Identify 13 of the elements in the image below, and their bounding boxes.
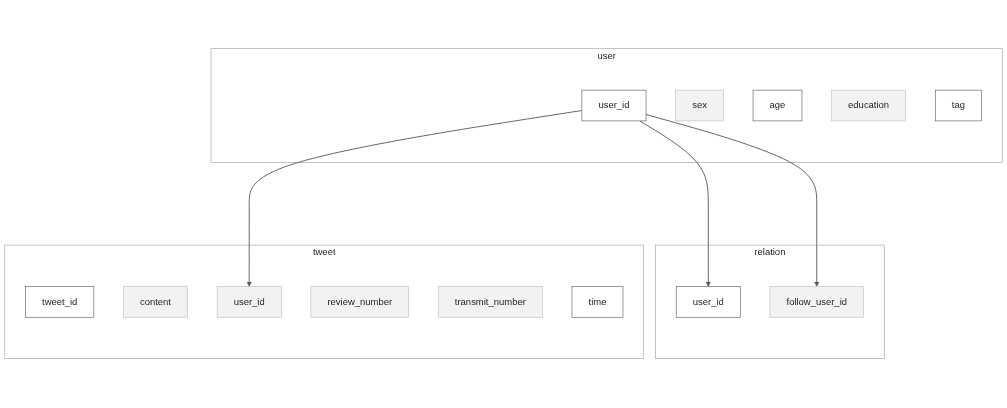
node-box: transmit_number	[437, 286, 543, 318]
node-box: tweet_id	[25, 286, 95, 318]
node-box: follow_user_id	[769, 286, 864, 318]
node-box: sex	[675, 90, 724, 122]
node-box: tag	[934, 90, 982, 122]
node-box: time	[571, 286, 624, 318]
node-box: user_id	[581, 90, 647, 122]
node-box: user_id	[216, 286, 282, 318]
node-box: review_number	[310, 286, 409, 318]
node-box: education	[831, 90, 906, 122]
node-box: age	[752, 90, 803, 122]
node-box: user_id	[675, 286, 741, 318]
node-box: content	[123, 286, 188, 318]
